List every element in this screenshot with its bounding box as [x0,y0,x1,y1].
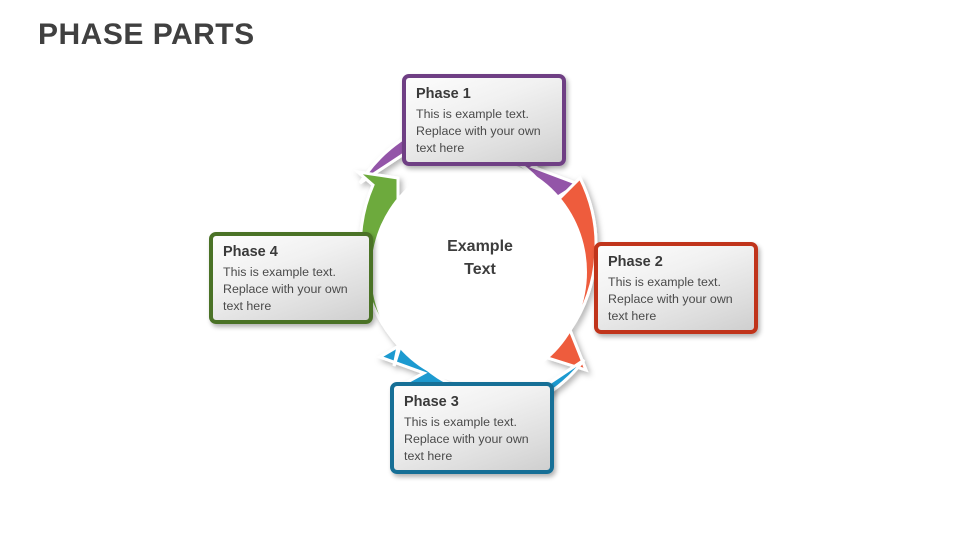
callout-phase-1-title: Phase 1 [416,86,471,102]
center-disc [371,159,587,385]
callout-phase-2[interactable]: Phase 2 This is example text. Replace wi… [594,242,758,334]
callout-phase-2-title: Phase 2 [608,254,663,270]
callout-phase-4-title: Phase 4 [223,244,278,260]
callout-phase-3[interactable]: Phase 3 This is example text. Replace wi… [390,382,554,474]
callout-phase-1-body: This is example text. Replace with your … [416,107,541,156]
callout-phase-4-body: This is example text. Replace with your … [223,265,348,314]
callout-phase-3-body: This is example text. Replace with your … [404,415,529,464]
page-title: PHASE PARTS [38,18,255,51]
callout-phase-3-title: Phase 3 [404,394,459,410]
callout-phase-1[interactable]: Phase 1 This is example text. Replace wi… [402,74,566,166]
callout-phase-2-body: This is example text. Replace with your … [608,275,733,324]
callout-phase-4[interactable]: Phase 4 This is example text. Replace wi… [209,232,373,324]
